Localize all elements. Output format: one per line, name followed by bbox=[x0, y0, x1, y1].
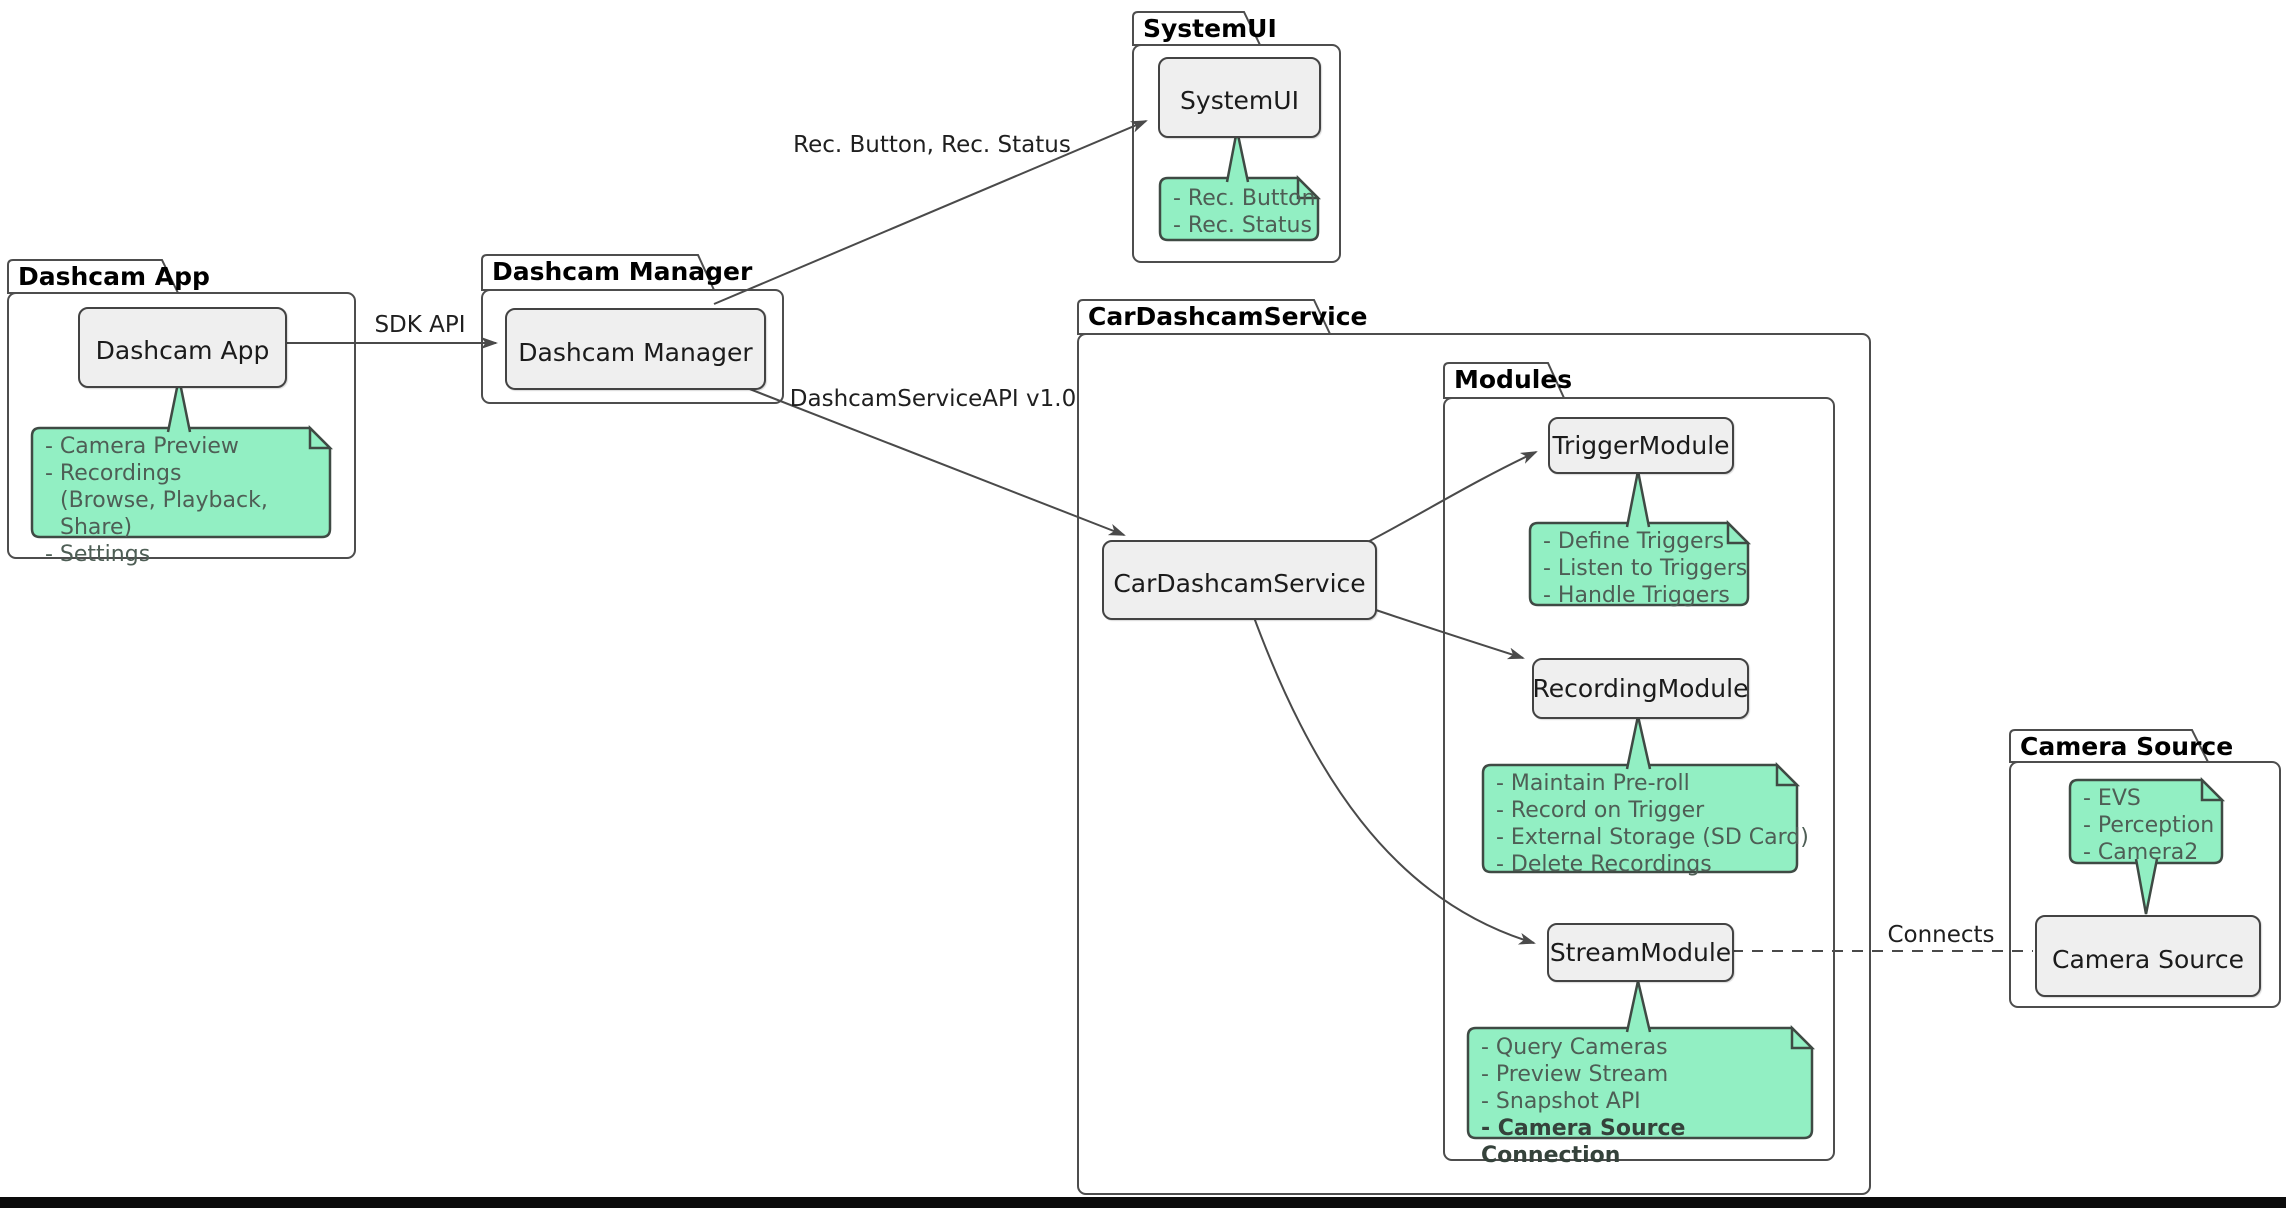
note-line: - Snapshot API bbox=[1481, 1089, 1641, 1114]
edge-service-to-recording bbox=[1366, 606, 1525, 660]
note-dashcam-app bbox=[30, 377, 334, 539]
edge-label-connects: Connects bbox=[1887, 922, 1995, 948]
note-line: - Listen to Triggers bbox=[1543, 556, 1748, 581]
component-label: Dashcam Manager bbox=[518, 337, 753, 367]
note-line: - Delete Recordings bbox=[1496, 852, 1712, 877]
note-text-trigger-module: - Define Triggers - Listen to Triggers -… bbox=[1530, 525, 1761, 609]
note-recording-module bbox=[1481, 715, 1801, 874]
component-label: Camera Source bbox=[2052, 944, 2244, 974]
package-title-camera-source: Camera Source bbox=[2020, 732, 2234, 761]
note-line: - Record on Trigger bbox=[1496, 798, 1705, 823]
note-systemui bbox=[1158, 129, 1322, 242]
note-line: - Query Cameras bbox=[1481, 1035, 1668, 1060]
note-text-recording-module: - Maintain Pre-roll - Record on Trigger … bbox=[1483, 767, 1810, 878]
edge-service-to-trigger bbox=[1359, 451, 1538, 547]
note-line: - Settings bbox=[45, 542, 151, 567]
package-title-dashcam-app: Dashcam App bbox=[18, 262, 210, 291]
edge-manager-to-systemui bbox=[713, 120, 1148, 305]
package-title-modules: Modules bbox=[1454, 365, 1573, 394]
note-fold-icon bbox=[1790, 1024, 1816, 1050]
package-title-systemui: SystemUI bbox=[1143, 14, 1277, 43]
note-line: - Perception bbox=[2083, 813, 2215, 838]
bottom-border-bar bbox=[0, 1197, 2286, 1208]
note-line: - Rec. Button bbox=[1173, 186, 1316, 211]
note-trigger-module bbox=[1528, 470, 1752, 607]
note-line: - Camera Source Connection bbox=[1481, 1116, 1686, 1168]
note-text-stream-module: - Query Cameras - Preview Stream - Snaps… bbox=[1468, 1031, 1825, 1169]
component-camera-source: Camera Source bbox=[2035, 915, 2261, 997]
component-label: CarDashcamService bbox=[1113, 568, 1366, 598]
component-car-dashcam-service: CarDashcamService bbox=[1102, 540, 1377, 620]
note-text-systemui: - Rec. Button - Rec. Status bbox=[1160, 182, 1331, 239]
note-fold-icon bbox=[1726, 519, 1752, 545]
note-stream-module bbox=[1466, 980, 1816, 1140]
note-line: - External Storage (SD Card) bbox=[1496, 825, 1809, 850]
component-recording-module: RecordingModule bbox=[1532, 658, 1749, 719]
note-line: - Camera Preview bbox=[45, 434, 239, 459]
note-line: - Recordings bbox=[45, 461, 182, 486]
component-label: TriggerModule bbox=[1552, 431, 1730, 460]
note-line: - Rec. Status bbox=[1173, 213, 1312, 238]
edge-label-service-api: DashcamServiceAPI v1.0 bbox=[789, 386, 1077, 412]
component-trigger-module: TriggerModule bbox=[1548, 417, 1734, 474]
package-title-car-dashcam-service: CarDashcamService bbox=[1088, 302, 1368, 331]
edge-label-sdk-api: SDK API bbox=[374, 312, 466, 338]
package-title-dashcam-manager: Dashcam Manager bbox=[492, 257, 753, 286]
component-label: Dashcam App bbox=[95, 336, 270, 365]
edge-service-to-stream bbox=[1251, 611, 1536, 945]
note-line: - EVS bbox=[2083, 786, 2141, 811]
component-dashcam-app: Dashcam App bbox=[78, 307, 287, 388]
edge-label-rec: Rec. Button, Rec. Status bbox=[793, 132, 1071, 158]
note-fold-icon bbox=[308, 424, 334, 450]
note-text-dashcam-app: - Camera Preview - Recordings (Browse, P… bbox=[32, 430, 343, 568]
note-line: - Camera2 bbox=[2083, 840, 2199, 865]
component-systemui: SystemUI bbox=[1158, 57, 1321, 138]
note-tail bbox=[2134, 858, 2159, 915]
note-fold-icon bbox=[1775, 761, 1801, 787]
note-text-camera-source: - EVS - Perception - Camera2 bbox=[2070, 782, 2235, 866]
note-fold-icon bbox=[1296, 174, 1322, 200]
component-label: SystemUI bbox=[1180, 86, 1299, 115]
note-line: - Handle Triggers bbox=[1543, 583, 1730, 608]
note-fold-icon bbox=[2200, 776, 2226, 802]
component-dashcam-manager: Dashcam Manager bbox=[505, 308, 766, 390]
note-camera-source bbox=[2068, 776, 2226, 915]
component-stream-module: StreamModule bbox=[1547, 923, 1734, 982]
edge-manager-to-service bbox=[728, 380, 1126, 536]
note-line: - Define Triggers bbox=[1543, 529, 1725, 554]
note-line: (Browse, Playback, Share) bbox=[60, 488, 268, 540]
note-line: - Maintain Pre-roll bbox=[1496, 771, 1690, 796]
component-label: StreamModule bbox=[1549, 938, 1732, 967]
component-label: RecordingModule bbox=[1532, 674, 1749, 703]
note-line: - Preview Stream bbox=[1481, 1062, 1669, 1087]
